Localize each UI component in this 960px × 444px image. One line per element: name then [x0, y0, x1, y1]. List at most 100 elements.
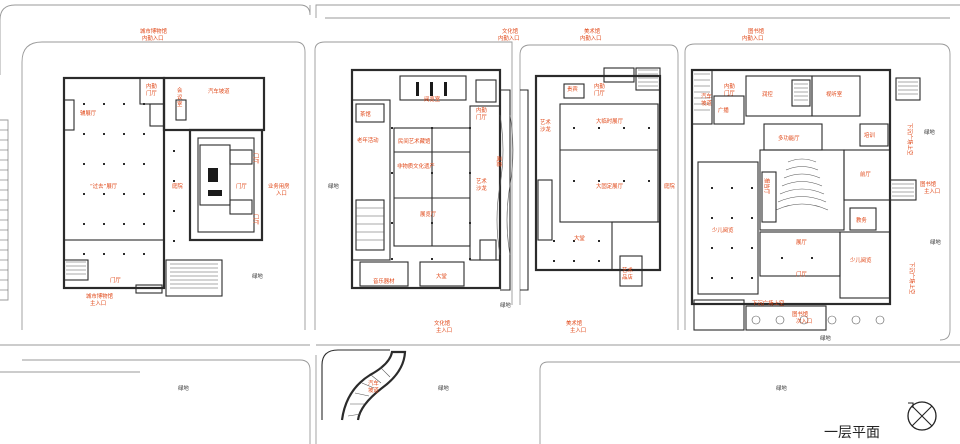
elderly-label: 老年活动	[357, 136, 379, 144]
library-exhibit-label: 展厅	[796, 239, 807, 246]
library-building	[690, 68, 921, 331]
library-staff-hall-label-1: 内勤	[724, 82, 735, 90]
culture-staff-hall-label-2: 门厅	[476, 113, 487, 121]
culture-staff-entry-label-2: 内勤入口	[498, 34, 520, 42]
green-l1-label: 绿地	[924, 128, 935, 136]
museum-car-ramp-label: 汽车坡道	[208, 87, 230, 95]
aux-exhibit-hall-label: 辅展厅	[80, 109, 97, 117]
gallery-label: 画廊	[495, 156, 503, 167]
library-car-ramp-label-1: 汽车	[701, 92, 712, 100]
south-car-ramp-label-1: 汽车	[368, 379, 379, 387]
museum-main-entry-label-2: 主入口	[90, 299, 106, 307]
art-shop-label-1: 艺术	[622, 266, 633, 274]
temp-exhibit-label: 大临时展厅	[596, 117, 624, 125]
museum-east-lobby-label: 门厅	[236, 182, 247, 190]
children-reading-2-label: 少儿阅览	[850, 256, 872, 264]
culture-main-entry-label-2: 主入口	[436, 326, 452, 334]
conference-label-3: 室	[177, 100, 183, 108]
children-reading-label: 少儿阅览	[712, 226, 734, 234]
green-s3-label: 绿地	[776, 384, 787, 392]
business-entry-label-1: 业务用房	[268, 182, 290, 190]
guoqu-hall-label: “过去”展厅	[90, 182, 118, 190]
training-label: 培训	[864, 131, 875, 139]
folk-collection-label: 民间艺术藏馆	[398, 137, 431, 145]
art-museum-columns	[553, 127, 650, 262]
culture-staff-entry-label-1: 文化馆	[502, 27, 519, 35]
culture-art-corridor-label-2: 沙龙	[476, 184, 487, 192]
art-salon-label-2: 沙龙	[540, 125, 551, 133]
art-lobby-label: 大堂	[574, 234, 585, 242]
teahouse-label: 茶馆	[360, 110, 371, 118]
library-sub-entry-label-2: 次入口	[796, 317, 812, 325]
library-main-entry-label-2: 主入口	[924, 187, 940, 195]
green-w2-label: 绿地	[328, 182, 339, 190]
culture-lobby-label: 大堂	[436, 272, 447, 280]
art-staff-entry-label-1: 美术馆	[584, 27, 601, 35]
library-lobby-label: 门厅	[796, 270, 807, 278]
library-main-entry-label-1: 图书馆	[920, 180, 937, 188]
music-equip-label: 音乐器材	[373, 277, 395, 285]
museum-lobby-b-label: 门厅	[252, 214, 260, 225]
report-hall-label: 报告厅	[763, 178, 771, 195]
art-main-entry-label-2: 主入口	[570, 326, 586, 334]
business-entry-label-2: 入口	[276, 190, 287, 197]
museum-staff-entry-label-1: 城市博物馆	[140, 27, 168, 35]
green-l2-label: 绿地	[930, 238, 941, 246]
museum-lobby-a-label: 门厅	[252, 153, 260, 164]
green-s2-label: 绿地	[438, 384, 449, 392]
library-sub-entry-label-1: 图书馆	[792, 310, 809, 318]
city-museum-columns	[83, 103, 175, 255]
sunken-void-label-2: 下沉广场上空	[908, 262, 916, 294]
green-s1-label: 绿地	[178, 384, 189, 392]
central-courtyard	[496, 89, 529, 291]
education-label: 教务	[856, 216, 867, 224]
foyer-label: 前厅	[860, 170, 871, 178]
heritage-label: 非物质文化遗产	[397, 162, 435, 170]
road-network	[0, 4, 960, 444]
library-staff-hall-label-2: 门厅	[724, 89, 735, 97]
av-room-label: 视听室	[826, 90, 843, 98]
sunken-void-label-3: 下沉广场上空	[752, 299, 784, 307]
south-ramp-block	[321, 349, 407, 421]
sunken-void-label-1: 下沉广场上空	[906, 123, 914, 155]
cultural-center-columns	[391, 127, 471, 260]
guest-room-label: 贵宾	[567, 85, 578, 93]
exhibition-label: 展览厅	[420, 210, 437, 218]
museum-staff-entry-label-2: 内勤入口	[142, 34, 164, 42]
perm-exhibit-label: 大固定展厅	[596, 182, 624, 190]
art-shop-label-2: 品店	[622, 273, 633, 281]
library-staff-entry-label-2: 内勤入口	[742, 34, 764, 42]
reading-room-label: 阅览室	[424, 95, 441, 103]
culture-art-corridor-label-1: 艺术	[476, 177, 487, 185]
control-label: 润控	[762, 90, 773, 98]
south-car-ramp-label-2: 坡道	[368, 386, 379, 394]
museum-main-entry-label-1: 城市博物馆	[86, 292, 114, 300]
library-car-ramp-label-2: 坡道	[701, 99, 712, 107]
radio-label: 广播	[718, 106, 729, 114]
art-salon-label-1: 艺术	[540, 118, 551, 126]
green-library-south-label: 绿地	[820, 334, 831, 342]
library-staff-entry-label-1: 图书馆	[748, 27, 765, 35]
culture-main-entry-label-1: 文化馆	[434, 319, 451, 327]
culture-staff-hall-label-1: 内勤	[476, 106, 487, 114]
conference-label-2: 议	[177, 93, 183, 101]
art-main-entry-label-1: 美术馆	[566, 319, 583, 327]
art-courtyard-label: 庭院	[664, 182, 675, 190]
green-culture-label: 绿地	[500, 301, 511, 309]
art-museum-building	[534, 67, 662, 287]
museum-staff-hall-label-1: 内勤	[146, 82, 157, 90]
city-museum-building	[62, 76, 266, 297]
green-w1-label: 绿地	[252, 272, 263, 280]
library-columns	[711, 187, 813, 279]
west-courtyard-label: 庭院	[172, 182, 183, 190]
art-staff-entry-label-2: 内勤入口	[580, 34, 602, 42]
museum-staff-hall-label-2: 门厅	[146, 89, 157, 97]
conference-label-1: 会	[177, 86, 183, 94]
west-lobby-label: 门厅	[110, 276, 121, 284]
north-arrow-icon	[907, 401, 937, 431]
art-staff-hall-label-1: 内勤	[594, 82, 605, 90]
plan-title: 一层平面	[824, 425, 880, 441]
art-staff-hall-label-2: 门厅	[594, 89, 605, 97]
parking-stalls-west	[0, 129, 8, 291]
